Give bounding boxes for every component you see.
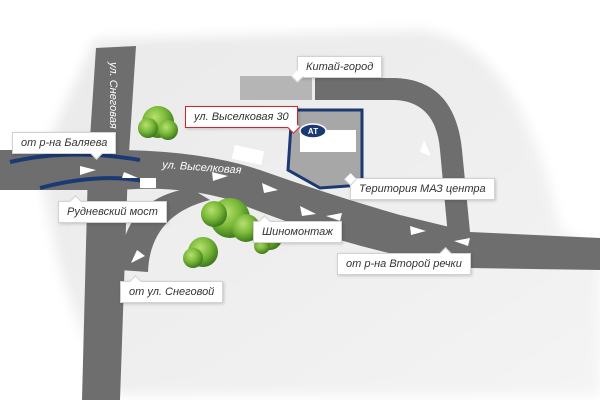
building-kitay-gorod — [240, 76, 312, 100]
callout-from-vtoroy-rechki-text: от р-на Второй речки — [346, 258, 462, 270]
callout-from-vtoroy-rechki: от р-на Второй речки — [337, 247, 471, 275]
arrow-2 — [122, 172, 138, 178]
callout-rudnevsky-most: Рудневский мост — [58, 195, 167, 223]
callout-kitay-gorod-text: Китай-город — [306, 61, 374, 73]
arrow-9 — [131, 250, 145, 263]
tree-cluster-top — [138, 106, 178, 140]
arrow-6 — [326, 213, 342, 221]
tree-cluster-lower — [183, 237, 218, 268]
callout-rudnevsky-most-text: Рудневский мост — [67, 206, 158, 218]
building-small-2 — [140, 178, 156, 188]
callout-kitay-gorod: Китай-город — [291, 56, 383, 83]
road-ramp — [120, 188, 210, 272]
company-logo: АТ — [299, 123, 327, 139]
building-small-1 — [231, 145, 265, 165]
arrow-7 — [410, 226, 426, 235]
bridge-line-1 — [9, 152, 141, 164]
road-kitay-gorod — [315, 78, 470, 236]
street-label-vyselkovaya: ул. Выселковая — [161, 159, 242, 177]
callout-maz-territory-text: Територия МАЗ центра — [359, 183, 486, 195]
arrow-3 — [212, 172, 228, 181]
callout-tire-service-text: Шиномонтаж — [262, 226, 333, 238]
callout-from-snegovaya: от ул. Снеговой — [120, 275, 224, 303]
callout-from-balyaeva: от р-на Баляева — [12, 132, 117, 160]
logo-text: АТ — [308, 127, 318, 136]
arrow-10 — [420, 140, 431, 156]
arrow-4 — [262, 183, 278, 193]
callout-from-snegovaya-text: от ул. Снеговой — [129, 286, 215, 298]
callout-from-balyaeva-text: от р-на Баляева — [21, 137, 108, 149]
arrow-1 — [80, 166, 96, 175]
callout-address: ул. Выселковая 30 — [185, 106, 300, 134]
arrow-5 — [300, 206, 316, 216]
callout-address-text: ул. Выселковая 30 — [194, 111, 289, 123]
bridge-line-2 — [39, 176, 151, 190]
callout-tire-service: Шиномонтаж — [253, 215, 342, 243]
street-label-snegovaya: ул. Снеговая — [107, 61, 119, 129]
arrow-8 — [454, 238, 470, 246]
callout-maz-territory: Територия МАЗ центра — [344, 173, 495, 200]
